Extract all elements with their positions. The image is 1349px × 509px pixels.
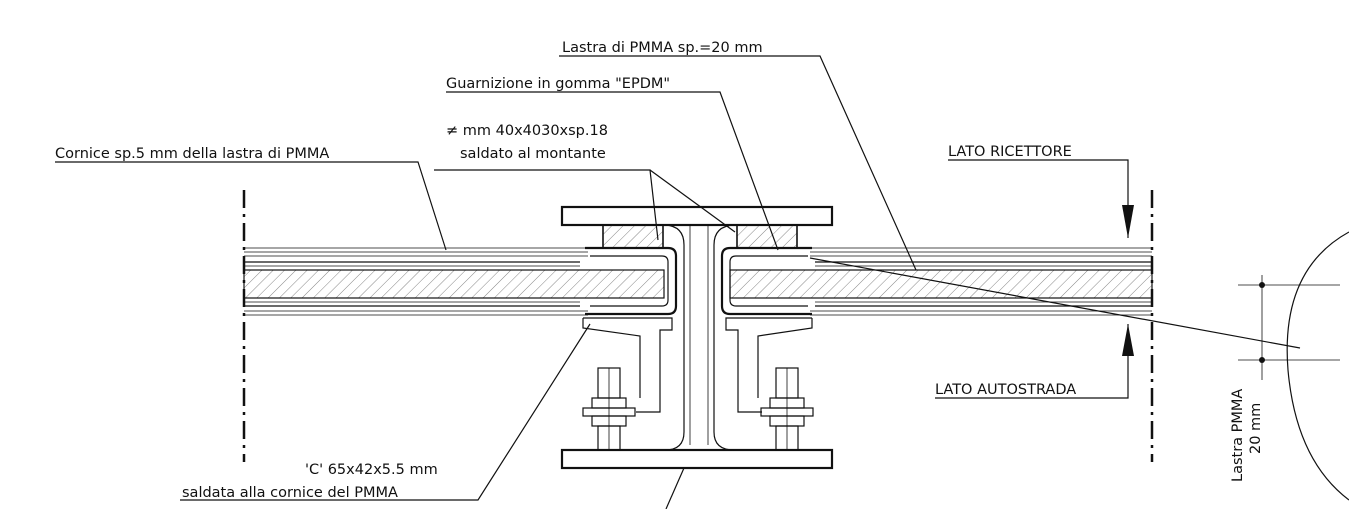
label-receiver-side: LATO RICETTORE [948, 144, 1072, 160]
spacer-right [736, 224, 798, 249]
top-plate [560, 205, 834, 227]
highway-arrow-icon [1122, 324, 1134, 356]
c-frame-right [720, 246, 812, 316]
label-c-profile-1: 'C' 65x42x5.5 mm [305, 462, 438, 478]
c-profile-left [582, 317, 673, 413]
label-frame: Cornice sp.5 mm della lastra di PMMA [55, 146, 329, 162]
spacer-left [602, 224, 664, 249]
bottom-plate [560, 448, 834, 470]
leader-lines [55, 55, 1301, 509]
label-pmma-sheet: Lastra di PMMA sp.=20 mm [562, 40, 763, 56]
label-plate-2: saldato al montante [460, 146, 606, 162]
label-c-profile-2: saldata alla cornice del PMMA [182, 485, 398, 501]
label-gasket: Guarnizione in gomma "EPDM" [446, 76, 670, 92]
bolt-left [582, 367, 636, 451]
label-plate-1: ≠ mm 40x4030xsp.18 [446, 123, 608, 139]
label-highway-side: LATO AUTOSTRADA [935, 382, 1076, 398]
bolt-right [760, 367, 814, 451]
post-profile [664, 224, 735, 451]
receiver-arrow-icon [1122, 205, 1134, 238]
c-frame-left [585, 246, 678, 316]
pmma-panel-right [729, 247, 1153, 316]
label-detail-2: 20 mm [1248, 403, 1264, 454]
c-profile-right [725, 317, 813, 413]
label-detail-1: Lastra PMMA [1230, 389, 1246, 482]
pmma-panel-left [243, 247, 665, 316]
detail-circle [1238, 231, 1349, 501]
